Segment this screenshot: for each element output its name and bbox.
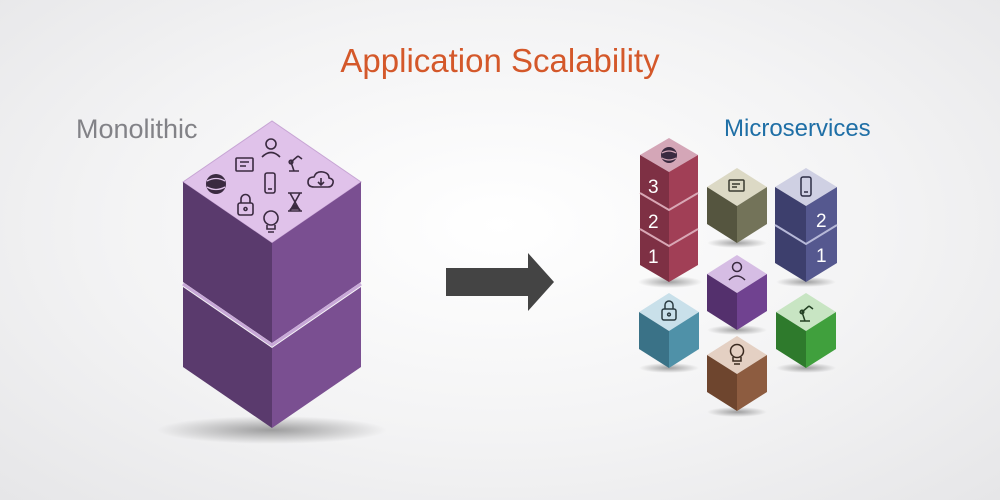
monolith-lower-left-face [183, 287, 272, 428]
lamp-icon [799, 305, 814, 322]
stack-number-2: 2 [648, 212, 659, 233]
lamp-icon [288, 155, 303, 172]
monolith-upper-left-face [183, 182, 272, 343]
document-icon [235, 157, 254, 172]
lightbulb-icon [729, 343, 745, 365]
navy-stack: 2 1 [774, 168, 838, 287]
monolith-lower-right-face [272, 287, 361, 428]
globe-icon [661, 147, 677, 163]
green-cube [776, 293, 836, 373]
stack-number-3: 3 [648, 177, 659, 198]
teal-cube [639, 293, 699, 373]
lightbulb-icon [263, 210, 279, 233]
person-icon [728, 261, 746, 281]
monolith-block [157, 120, 387, 444]
brown-cube [707, 336, 767, 417]
diagram-title: Application Scalability [340, 42, 660, 79]
document-icon [728, 179, 745, 192]
monolith-seam [182, 282, 362, 347]
stack-number-2: 2 [816, 211, 827, 232]
cloud-icon [307, 171, 334, 188]
monolithic-label: Monolithic [76, 114, 198, 144]
purple-cube [707, 255, 767, 335]
red-stack: 3 2 1 [638, 138, 702, 288]
lock-icon [237, 193, 254, 216]
arrow-right-icon [446, 253, 554, 311]
lock-icon [661, 300, 677, 321]
olive-cube [707, 168, 767, 248]
monolith-upper-right-face [272, 182, 361, 343]
microservices-label: Microservices [724, 115, 871, 142]
monolith-shadow [157, 416, 387, 444]
hourglass-icon [288, 192, 302, 212]
globe-icon [206, 174, 226, 194]
stack-number-1: 1 [648, 247, 659, 268]
phone-icon [264, 172, 276, 194]
stack-number-1: 1 [816, 246, 827, 267]
phone-icon [800, 176, 812, 197]
person-icon [261, 138, 281, 158]
